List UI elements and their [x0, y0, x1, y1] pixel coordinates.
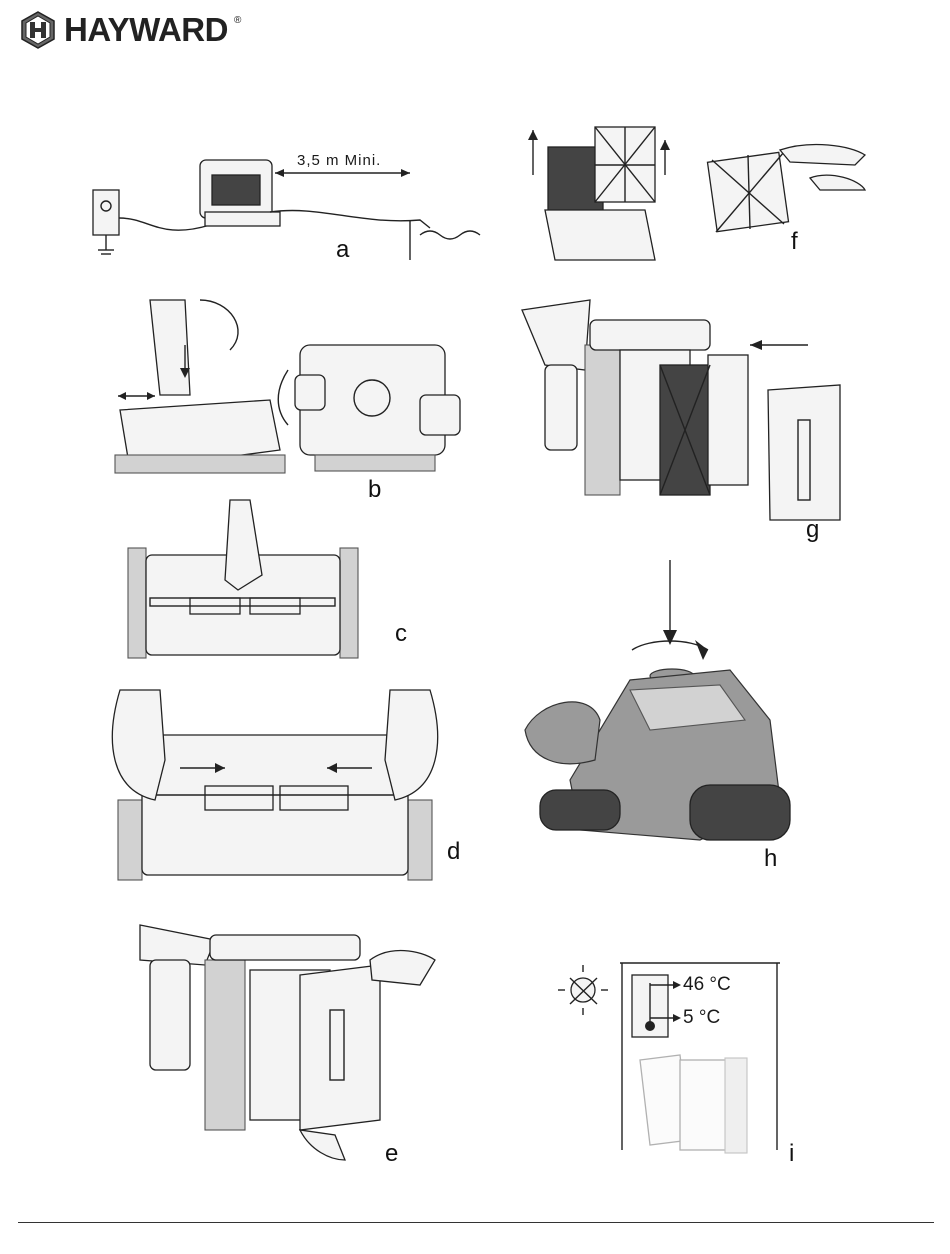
panel-h-illustration — [525, 560, 790, 840]
panel-label-a: a — [336, 236, 349, 264]
panel-g-illustration — [522, 300, 840, 520]
footer-divider — [18, 1222, 934, 1223]
panel-e-illustration — [140, 925, 435, 1160]
panel-f-illustration — [528, 127, 865, 260]
wall-outlet-icon — [93, 190, 119, 235]
panel-label-b: b — [368, 476, 381, 504]
max-temperature-label: 46 °C — [683, 974, 731, 996]
panel-label-d: d — [447, 838, 460, 866]
panel-label-i: i — [789, 1140, 794, 1168]
panel-a-illustration — [93, 160, 480, 260]
panel-label-c: c — [395, 620, 407, 648]
panel-label-e: e — [385, 1140, 398, 1168]
cable-distance-label: 3,5 m Mini. — [297, 152, 381, 169]
panel-b-illustration — [115, 300, 460, 473]
panel-label-h: h — [764, 845, 777, 873]
panel-d-illustration — [112, 690, 437, 880]
panel-label-f: f — [791, 228, 798, 256]
panel-c-illustration — [128, 500, 358, 658]
panel-label-g: g — [806, 516, 819, 544]
panel-i-illustration — [558, 963, 780, 1153]
min-temperature-label: 5 °C — [683, 1007, 720, 1029]
